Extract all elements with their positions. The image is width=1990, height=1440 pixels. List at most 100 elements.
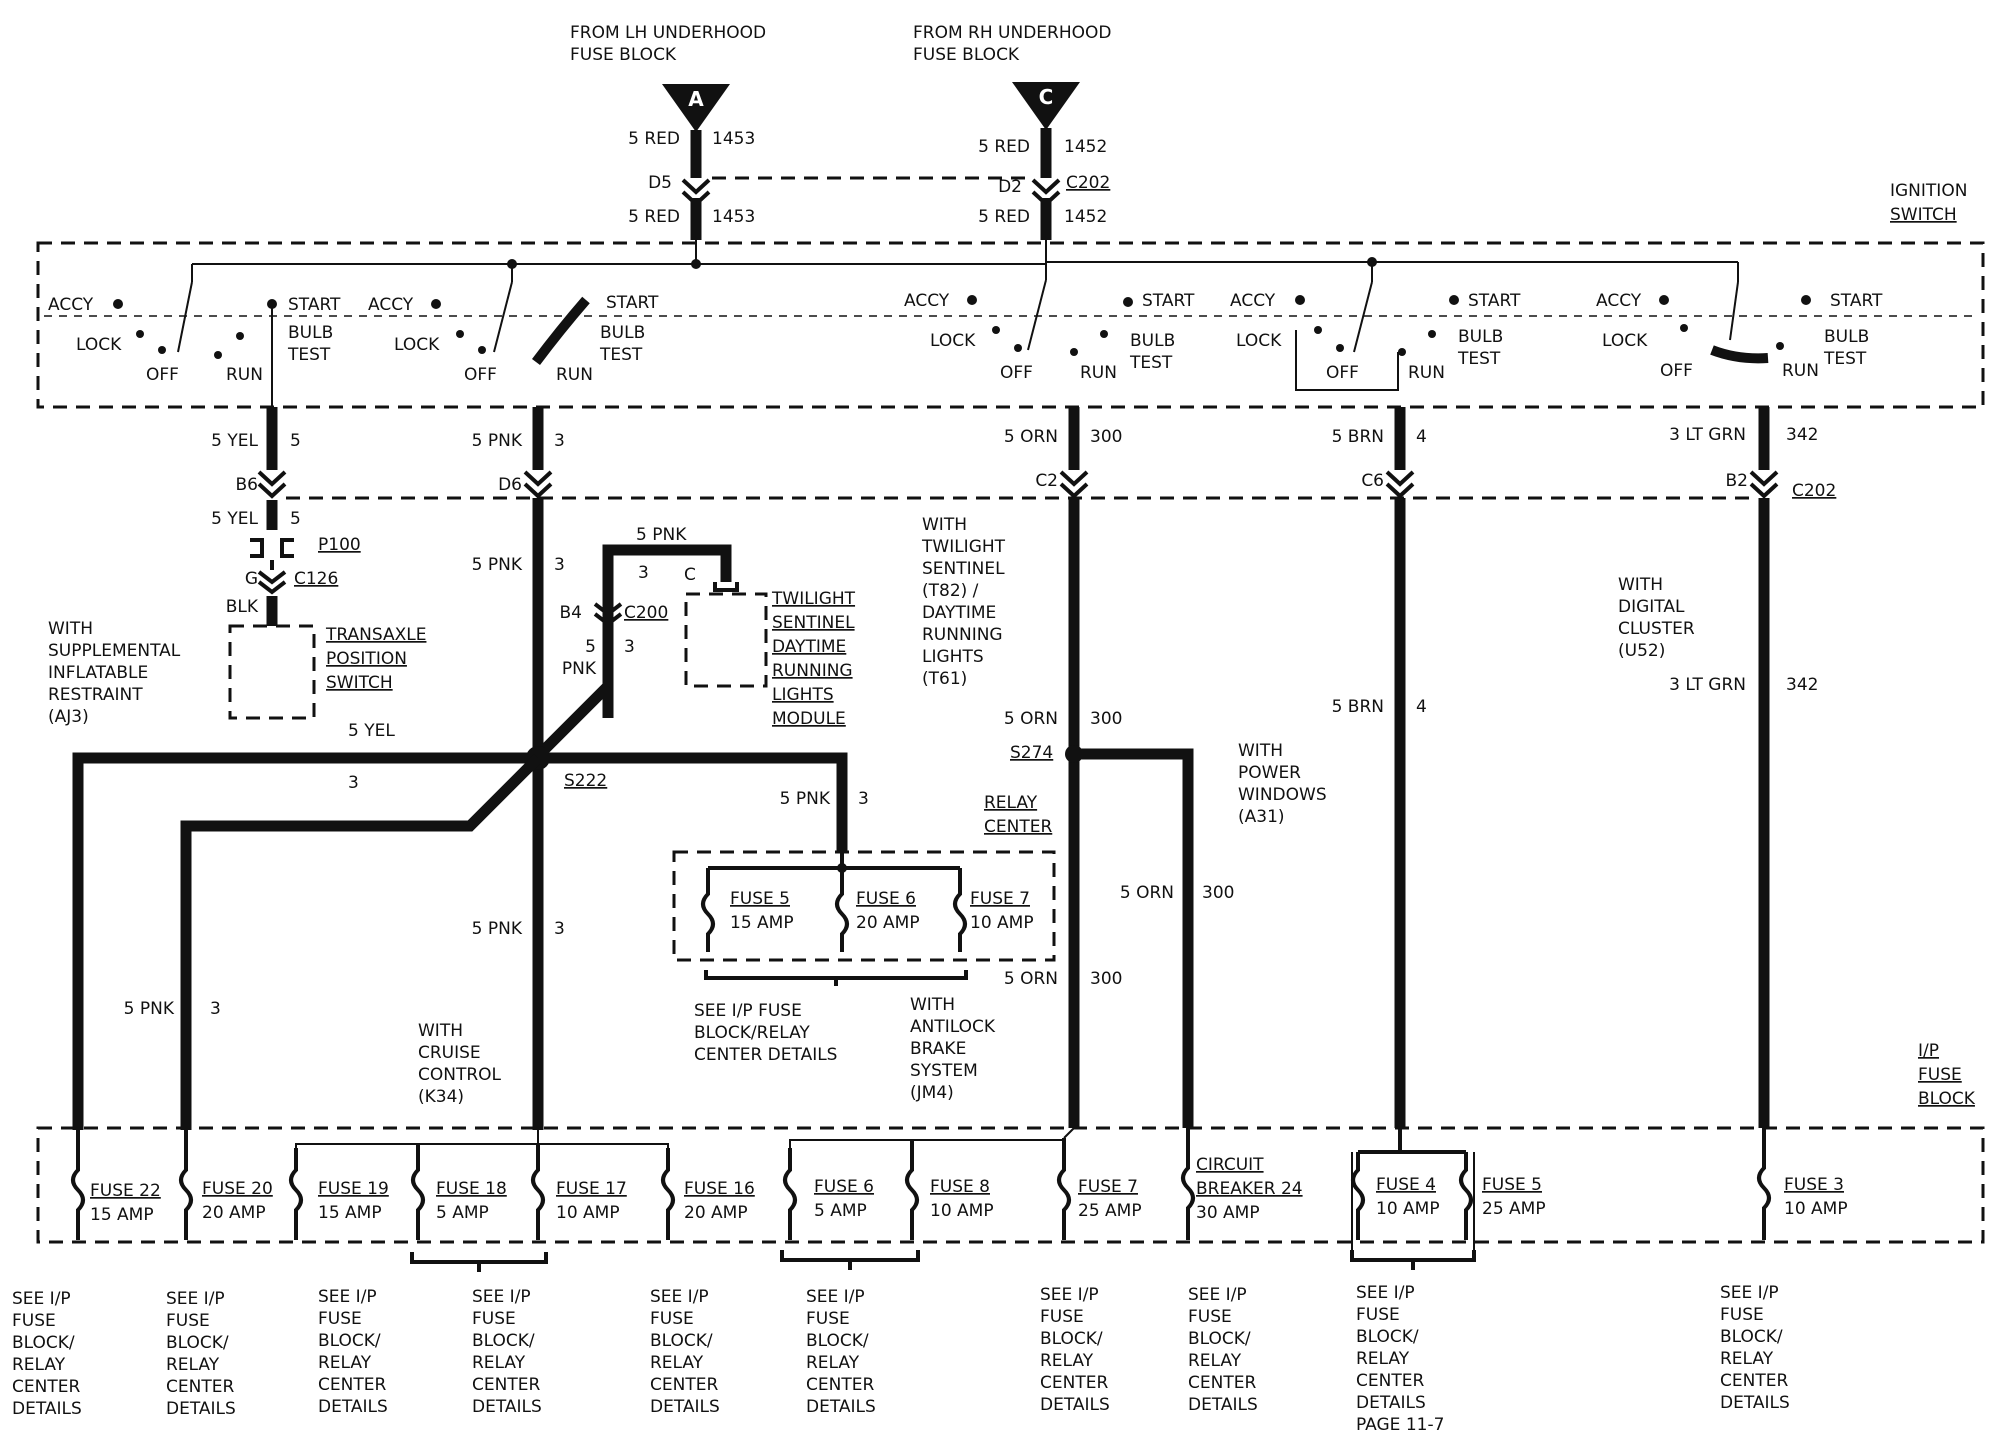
see-5-c: BLOCK/ xyxy=(650,1331,713,1351)
o2-num: 3 xyxy=(554,431,565,451)
feed-c-bot-num: 1452 xyxy=(1064,207,1107,227)
relay-see-2: BLOCK/RELAY xyxy=(694,1023,810,1043)
see-4-d: RELAY xyxy=(472,1353,526,1373)
orn-num: 300 xyxy=(1090,709,1122,729)
ip-block-label-3: BLOCK xyxy=(1918,1089,1976,1109)
see-6-e: CENTER xyxy=(806,1375,874,1395)
ip-fuse-6-amp: 5 AMP xyxy=(814,1201,867,1221)
tw-w1-num: 3 xyxy=(624,637,635,657)
o4-wire2: 5 BRN xyxy=(1332,697,1384,717)
switch-4-jumper xyxy=(1295,330,1399,391)
fuse-17-icon xyxy=(531,1144,545,1240)
wire-to-relay xyxy=(538,752,848,852)
switch-2-start: START xyxy=(606,293,659,313)
ip-bus-6-7 xyxy=(789,1139,1065,1148)
see-details-col-4: SEE I/P FUSE BLOCK/ RELAY CENTER DETAILS xyxy=(472,1287,542,1417)
see-9-e: CENTER xyxy=(1356,1371,1424,1391)
switch-3-lock-contact xyxy=(992,326,1000,334)
transaxle-switch-box xyxy=(228,624,316,720)
relay-fuse-5-name: FUSE 5 xyxy=(730,889,790,909)
see-details-col-7: SEE I/P FUSE BLOCK/ RELAY CENTER DETAILS xyxy=(1040,1285,1110,1415)
pnk-wire: 5 PNK xyxy=(472,919,523,939)
feed-c-conn-id: C202 xyxy=(1066,173,1110,193)
see-9-d: RELAY xyxy=(1356,1349,1410,1369)
switch-section-4: ACCY LOCK OFF RUN START BULB TEST xyxy=(1230,281,1521,391)
g-label: G xyxy=(245,569,258,589)
see-4-b: FUSE xyxy=(472,1309,516,1329)
feed-a-conn: D5 xyxy=(648,173,672,193)
left-num: 3 xyxy=(348,773,359,793)
ip-fuse-2-amp: 15 AMP xyxy=(318,1203,382,1223)
relay-fuse-6-icon xyxy=(835,868,849,952)
fuse-20-icon xyxy=(179,1130,193,1240)
ip-fuse-3-name: FUSE 18 xyxy=(436,1179,507,1199)
switch-3-off: OFF xyxy=(1000,363,1033,383)
see-6-a: SEE I/P xyxy=(806,1287,865,1307)
switch-1-off-contact xyxy=(158,346,166,354)
relay-see-3: CENTER DETAILS xyxy=(694,1045,837,1065)
tw-w1: 5 xyxy=(585,637,596,657)
power-windows-note: WITH POWER WINDOWS (A31) xyxy=(1238,741,1327,827)
wire-orn-jog xyxy=(1063,1127,1075,1139)
fuse-22-icon xyxy=(71,1130,85,1240)
o1-wire: 5 YEL xyxy=(211,431,258,451)
switch-1-run-contact xyxy=(214,351,222,359)
blk-label: BLK xyxy=(226,597,259,617)
cruise-note-2: CRUISE xyxy=(418,1043,481,1063)
c126-connector-icon xyxy=(257,570,287,595)
see-2-d: RELAY xyxy=(166,1355,220,1375)
ip-fuse-11-name: FUSE 5 xyxy=(1482,1175,1542,1195)
tw-conn-id: C200 xyxy=(624,603,668,623)
tw-note-8: (T61) xyxy=(922,669,967,689)
orn-wire: 5 ORN xyxy=(1004,709,1058,729)
sir-note-3: INFLATABLE xyxy=(48,663,148,683)
see-5-e: CENTER xyxy=(650,1375,718,1395)
tw-mod-3: DAYTIME xyxy=(772,637,846,657)
ip-fuse-3-amp: 5 AMP xyxy=(436,1203,489,1223)
p100-connector-icon xyxy=(250,538,294,558)
pin-c-connector-icon xyxy=(713,582,739,592)
s274-label: S274 xyxy=(1010,743,1053,763)
feed-c-top-wire: 5 RED xyxy=(978,137,1030,157)
switch-5-bulb: BULB xyxy=(1824,327,1869,347)
orn-wire2: 5 ORN xyxy=(1120,883,1174,903)
relay-fuse-6-amp: 20 AMP xyxy=(856,913,920,933)
sir-note-2: SUPPLEMENTAL xyxy=(48,641,181,661)
ip-fuse-5-name: FUSE 16 xyxy=(684,1179,755,1199)
feed-a-top-wire: 5 RED xyxy=(628,129,680,149)
wire-to-fuse20 xyxy=(180,754,542,1130)
see-details-col-5: SEE I/P FUSE BLOCK/ RELAY CENTER DETAILS xyxy=(650,1287,720,1417)
tw-mod-2: SENTINEL xyxy=(772,613,855,633)
tw-pin-c: C xyxy=(684,565,696,585)
switch-5-accy: ACCY xyxy=(1596,291,1642,311)
fuse-5-icon xyxy=(1459,1152,1473,1240)
tw-note-7: LIGHTS xyxy=(922,647,984,667)
dig-note-4: (U52) xyxy=(1618,641,1665,661)
see-5-a: SEE I/P xyxy=(650,1287,709,1307)
relay-fuse-5-icon xyxy=(701,868,715,952)
switch-3-start-contact xyxy=(1123,297,1133,307)
switch-2-blade xyxy=(493,281,513,353)
wire-to-fuse22 xyxy=(72,752,538,1130)
wire-twilight-diag xyxy=(534,682,612,760)
relay-center-box xyxy=(672,850,1056,962)
ip-fuse-10-amp: 10 AMP xyxy=(1376,1199,1440,1219)
switch-3-accy-contact xyxy=(967,295,977,305)
see-1-b: FUSE xyxy=(12,1311,56,1331)
see-6-c: BLOCK/ xyxy=(806,1331,869,1351)
switch-4-start-contact xyxy=(1449,295,1459,305)
tw-conn: B4 xyxy=(560,603,582,623)
o5-wire2: 3 LT GRN xyxy=(1669,675,1746,695)
o4-num: 4 xyxy=(1416,427,1427,447)
see-details-col-1: SEE I/P FUSE BLOCK/ RELAY CENTER DETAILS xyxy=(12,1289,82,1419)
switch-5-start-contact xyxy=(1801,295,1811,305)
source-a-line1: FROM LH UNDERHOOD xyxy=(570,23,766,43)
o4-conn: C6 xyxy=(1361,471,1384,491)
ip-fuse-4-amp: 10 AMP xyxy=(556,1203,620,1223)
switch-4-bulb: BULB xyxy=(1458,327,1503,347)
see-7-a: SEE I/P xyxy=(1040,1285,1099,1305)
ip-fuse-9-amp: 30 AMP xyxy=(1196,1203,1260,1223)
o5-num: 342 xyxy=(1786,425,1818,445)
switch-3-off-contact xyxy=(1014,344,1022,352)
feed-c-connector-icon xyxy=(1031,178,1061,207)
